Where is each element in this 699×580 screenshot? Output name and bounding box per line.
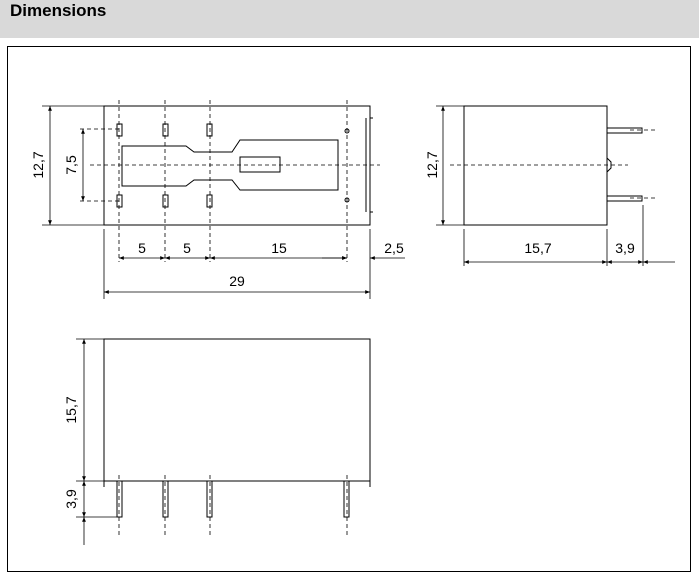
dim-front-height: 15,7 — [63, 396, 79, 423]
top-view-pin — [116, 123, 123, 137]
dim-top-height-outer: 12,7 — [30, 151, 46, 178]
dim-top-length: 29 — [229, 273, 245, 289]
top-view-pin — [162, 123, 169, 137]
top-view-inner-outline — [121, 139, 339, 191]
top-view-pin — [206, 194, 213, 208]
front-view-center-lines — [118, 475, 348, 535]
front-view — [103, 338, 371, 518]
dim-top-pitch-1: 5 — [138, 240, 146, 256]
top-view-pin — [162, 194, 169, 208]
side-view-body — [463, 105, 608, 226]
dim-front-pin-length: 3,9 — [63, 489, 79, 509]
front-view-body — [103, 338, 371, 482]
top-view-pin — [206, 123, 213, 137]
front-view-pin — [206, 480, 213, 518]
side-view — [463, 105, 643, 226]
top-view-body — [103, 105, 371, 226]
section-header: Dimensions — [0, 0, 699, 38]
top-view-center-lines — [80, 100, 380, 262]
top-view — [103, 105, 373, 226]
front-view-pin — [343, 480, 350, 518]
dim-side-width: 15,7 — [524, 240, 551, 256]
drawing-frame — [7, 46, 691, 572]
dim-top-height-inner: 7,5 — [63, 155, 79, 175]
dim-side-pin-length: 3,9 — [615, 240, 635, 256]
top-view-dimensions — [48, 106, 405, 294]
side-view-pin — [606, 195, 643, 202]
side-view-center-lines — [450, 129, 656, 199]
dim-top-span: 15 — [271, 240, 287, 256]
dim-top-offset: 2,5 — [384, 240, 404, 256]
dim-side-height: 12,7 — [424, 151, 440, 178]
front-view-pin — [116, 480, 123, 518]
side-view-pin — [606, 127, 643, 134]
top-view-slot — [239, 156, 281, 173]
side-view-dimensions — [441, 106, 675, 264]
dim-top-pitch-2: 5 — [183, 240, 191, 256]
section-title: Dimensions — [10, 1, 107, 20]
front-view-pin — [162, 480, 169, 518]
